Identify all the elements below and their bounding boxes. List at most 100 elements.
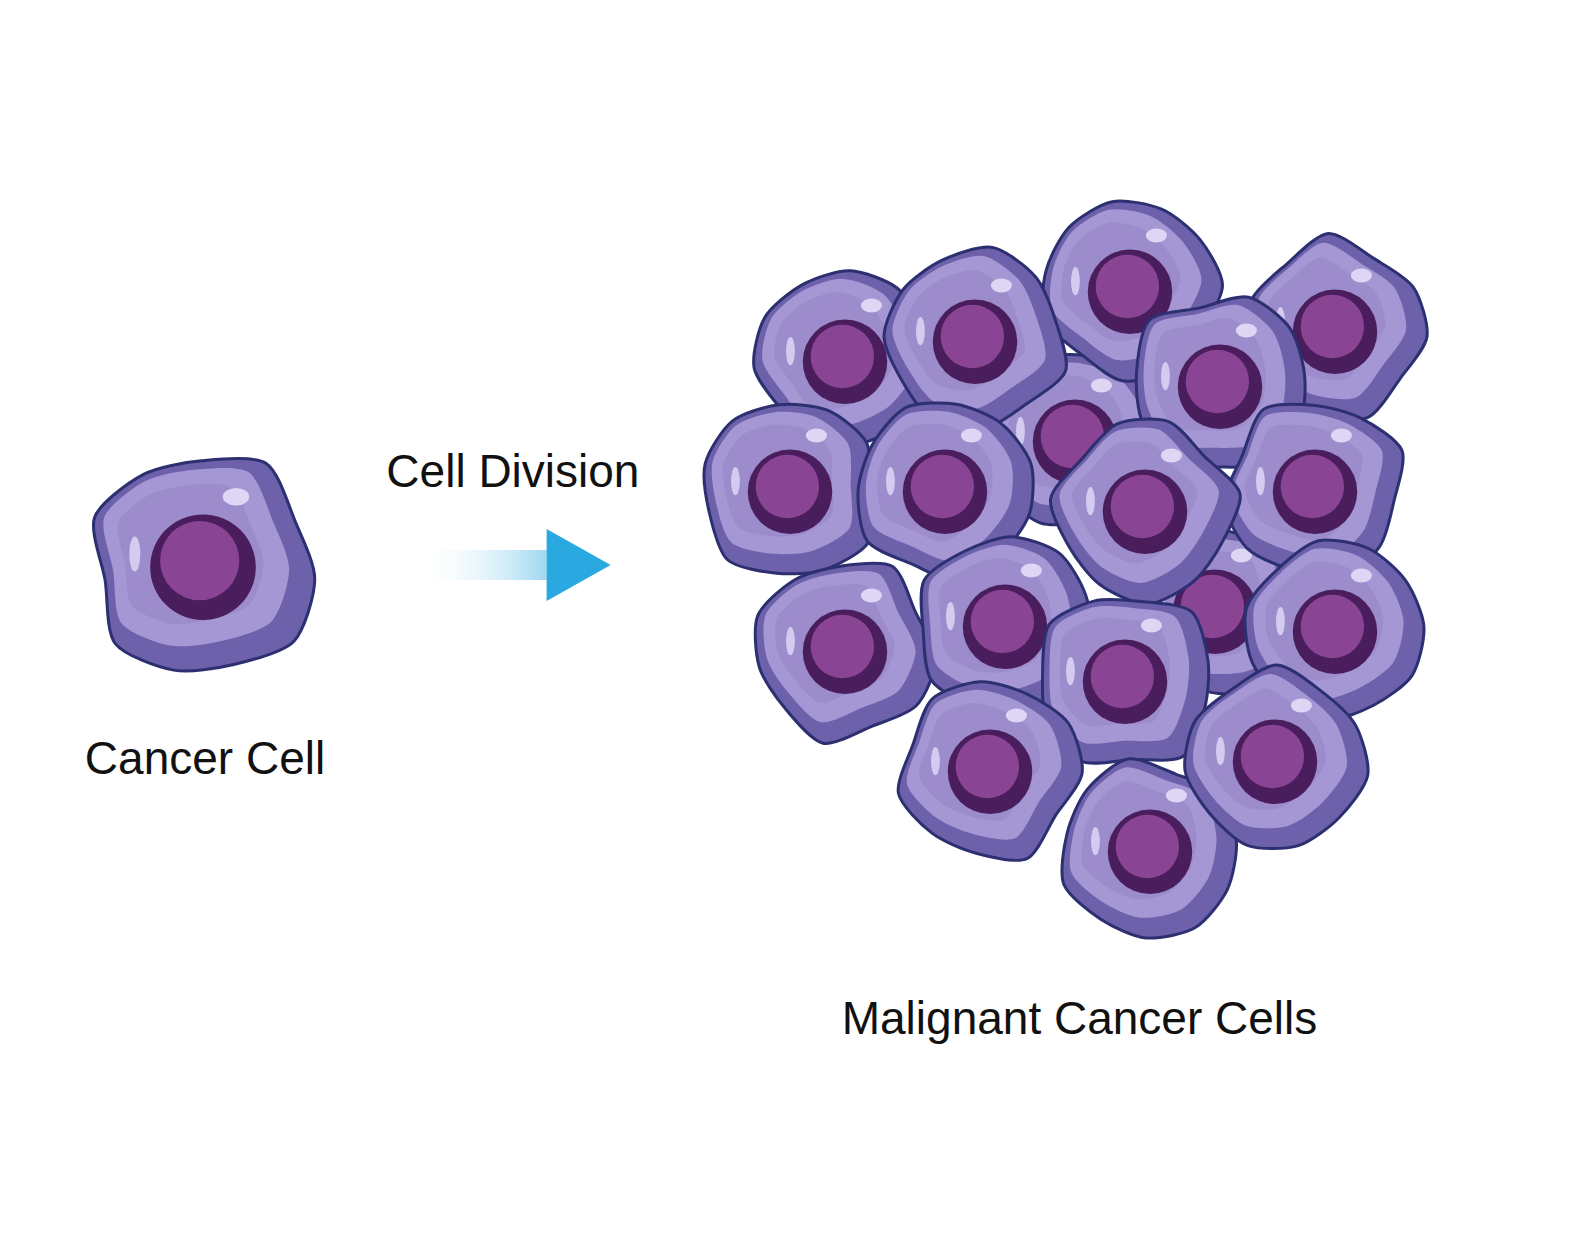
cell-highlight	[1276, 607, 1285, 635]
cell-highlight	[946, 602, 955, 630]
cancer-cell-figure	[755, 563, 936, 743]
cell-highlight	[1291, 698, 1312, 712]
cell-highlight	[1086, 487, 1095, 515]
cell-nucleus	[803, 610, 887, 694]
cell-nucleus-inner	[971, 590, 1034, 653]
cell-nucleus	[1178, 345, 1262, 429]
cell-cytoplasm	[1193, 674, 1347, 828]
cell-highlight	[1066, 657, 1075, 685]
cell-shade	[1072, 441, 1197, 563]
cell-highlight	[1351, 568, 1372, 582]
cell-highlight	[1141, 618, 1162, 632]
cell-membrane	[704, 404, 871, 573]
cell-shade	[939, 558, 1052, 673]
cancer-cell-figure	[93, 459, 314, 671]
arrow-head	[547, 529, 611, 601]
cell-cytoplasm	[1059, 427, 1218, 582]
cell-highlight	[1071, 267, 1080, 295]
cell-highlight	[1216, 737, 1225, 765]
arrow-shaft	[415, 550, 546, 580]
cell-nucleus-inner	[160, 521, 239, 600]
cell-nucleus	[1108, 810, 1192, 894]
cell-nucleus-inner	[1116, 815, 1179, 878]
cell-highlight	[1256, 467, 1265, 495]
cell-nucleus	[948, 730, 1032, 814]
cell-highlight	[1161, 362, 1170, 390]
cell-shade	[904, 270, 1024, 391]
cell-highlight	[991, 278, 1012, 292]
cell-nucleus-inner	[811, 615, 874, 678]
cell-shade	[919, 703, 1041, 821]
cell-nucleus	[1103, 470, 1187, 554]
cell-cytoplasm	[866, 411, 1013, 561]
cell-highlight	[1236, 323, 1257, 337]
cell-highlight	[786, 337, 795, 365]
cell-shade	[1081, 781, 1196, 899]
cell-shade	[1205, 688, 1326, 809]
cell-membrane	[93, 459, 314, 671]
cell-membrane	[1050, 419, 1240, 604]
cell-highlight	[961, 428, 982, 442]
cell-cytoplasm	[1233, 412, 1383, 559]
cell-nucleus	[1293, 590, 1377, 674]
cell-highlight	[1006, 708, 1027, 722]
cell-highlight	[1161, 448, 1182, 462]
cell-highlight	[806, 428, 827, 442]
cell-highlight	[931, 747, 940, 775]
cell-shade	[1060, 618, 1170, 726]
cell-cytoplasm	[712, 412, 853, 554]
cell-cytoplasm	[892, 256, 1045, 409]
cell-cytoplasm	[1049, 606, 1189, 744]
cell-nucleus-inner	[1096, 255, 1159, 318]
cell-nucleus-inner	[756, 455, 819, 518]
cancer-cell-figure	[1050, 419, 1240, 604]
cell-nucleus	[1273, 450, 1357, 534]
cancer-cell-figure	[1185, 665, 1368, 849]
cell-membrane	[755, 563, 936, 743]
cell-highlight	[1021, 563, 1042, 577]
cell-shade	[1265, 562, 1383, 681]
cell-nucleus	[963, 585, 1047, 669]
cell-shade	[723, 425, 833, 537]
cancer-cell-figure	[884, 247, 1066, 430]
cell-nucleus-inner	[1186, 350, 1249, 413]
cell-cytoplasm	[103, 468, 289, 646]
cell-membrane	[1185, 665, 1368, 849]
cell-highlight	[1091, 378, 1112, 392]
cell-shade	[1154, 318, 1265, 431]
cell-nucleus	[1293, 290, 1377, 374]
cell-nucleus-inner	[911, 455, 974, 518]
cell-nucleus	[748, 450, 832, 534]
cell-shade	[118, 484, 264, 624]
cell-cluster-node: Malignant Cancer Cells	[712, 195, 1447, 1045]
cell-nucleus-inner	[1301, 595, 1364, 658]
cell-highlight	[786, 627, 795, 655]
cell-highlight	[861, 298, 882, 312]
cell-label: Malignant Cancer Cells	[842, 992, 1318, 1045]
cell-highlight	[916, 317, 925, 345]
cell-highlight	[886, 467, 895, 495]
cell-nucleus-inner	[941, 305, 1004, 368]
cell-nucleus-inner	[956, 735, 1019, 798]
cell-highlight	[861, 588, 882, 602]
cell-highlight	[223, 488, 249, 506]
cell-nucleus-inner	[811, 325, 874, 388]
cell-nucleus-inner	[1241, 725, 1304, 788]
cell-highlight	[1146, 228, 1167, 242]
cell-nucleus	[1233, 720, 1317, 804]
cell-highlight	[1166, 788, 1187, 802]
cell-nucleus-inner	[1111, 475, 1174, 538]
arrow-label: Cell Division	[386, 445, 639, 498]
cell-shade	[775, 584, 895, 703]
cell-nucleus-inner	[1281, 455, 1344, 518]
division-arrow	[415, 529, 610, 601]
cell-label: Cancer Cell	[85, 732, 325, 785]
cell-nucleus	[903, 450, 987, 534]
cancer-cell-figure	[704, 404, 871, 573]
cancer-cell-figure	[898, 682, 1082, 861]
cell-highlight	[1351, 268, 1372, 282]
cancer-cell-node: Cancer Cell	[60, 440, 350, 785]
